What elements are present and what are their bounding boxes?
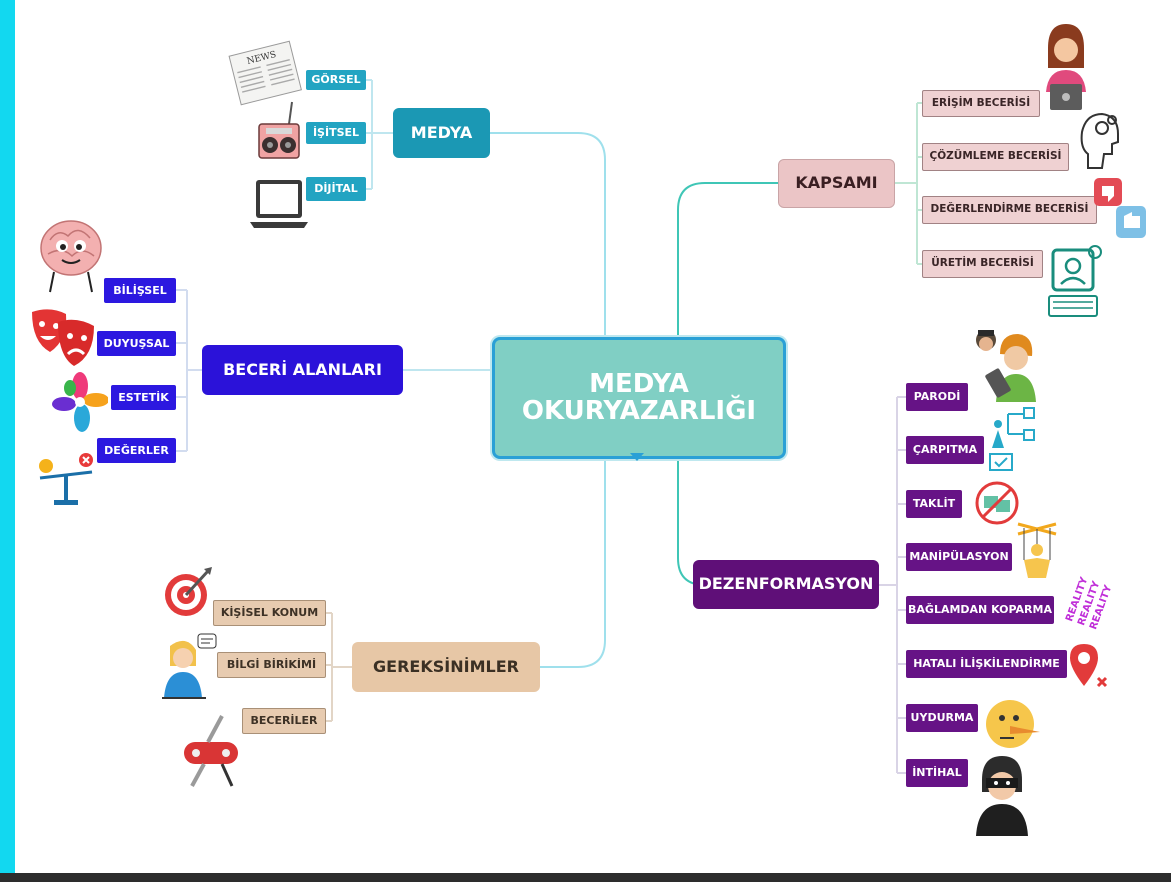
line-medya-leaves	[366, 79, 393, 190]
leaf-gerek-beceriler[interactable]: BECERİLER	[242, 708, 326, 734]
strategy-flow-icon	[989, 407, 1035, 471]
branch-beceri-alanlari[interactable]: BECERİ ALANLARI	[202, 345, 403, 395]
leaf-beceri-degerler[interactable]: DEĞERLER	[97, 438, 176, 463]
computer-user-icon	[1048, 245, 1102, 317]
center-pointer-icon	[630, 453, 644, 461]
line-center-medya	[490, 132, 606, 340]
branch-gereksinimler[interactable]: GEREKSİNİMLER	[352, 642, 540, 692]
leaf-beceri-bilissel[interactable]: BİLİŞSEL	[104, 278, 176, 303]
radio-icon	[258, 101, 300, 159]
leaf-beceri-estetik[interactable]: ESTETİK	[111, 385, 176, 410]
laptop-icon	[250, 180, 308, 228]
head-gears-icon	[1080, 112, 1119, 169]
pinwheel-icon	[52, 372, 108, 432]
leaf-beceri-duyussal[interactable]: DUYUŞSAL	[97, 331, 176, 356]
location-x-icon	[1070, 644, 1108, 688]
leaf-medya-isitsel[interactable]: İŞİTSEL	[306, 122, 366, 144]
line-gerek-leaves	[326, 612, 352, 722]
people-tablet-icon	[976, 330, 1036, 402]
thief-icon	[976, 756, 1028, 836]
like-dislike-icon	[1094, 178, 1146, 238]
leaf-dez-uydurma[interactable]: UYDURMA	[906, 704, 978, 732]
leaf-dez-manipulasyon[interactable]: MANİPÜLASYON	[906, 543, 1012, 571]
branch-dezenformasyon[interactable]: DEZENFORMASYON	[693, 560, 879, 609]
leaf-kapsam-uretim[interactable]: ÜRETİM BECERİSİ	[922, 250, 1043, 278]
theater-masks-icon	[32, 309, 94, 366]
leaf-gerek-kisisel-konum[interactable]: KİŞİSEL KONUM	[213, 600, 326, 626]
leaf-kapsam-cozumleme[interactable]: ÇÖZÜMLEME BECERİSİ	[922, 143, 1069, 171]
leaf-dez-baglamdan-koparma[interactable]: BAĞLAMDAN KOPARMA	[906, 596, 1054, 624]
brain-icon	[40, 220, 102, 293]
leaf-dez-hatali-iliskilendirme[interactable]: HATALI İLİŞKİLENDİRME	[906, 650, 1067, 678]
central-topic-line2: OKURYAZARLIĞI	[521, 396, 757, 426]
leaf-dez-intihal[interactable]: İNTİHAL	[906, 759, 968, 787]
branch-medya[interactable]: MEDYA	[393, 108, 490, 158]
leaf-medya-gorsel[interactable]: GÖRSEL	[306, 70, 366, 90]
line-beceri-leaves	[176, 289, 202, 452]
leaf-medya-dijital[interactable]: DİJİTAL	[306, 177, 366, 201]
line-center-kapsam	[677, 182, 778, 337]
pinocchio-face-icon	[986, 700, 1040, 748]
central-topic[interactable]: MEDYA OKURYAZARLIĞI	[492, 337, 786, 459]
central-topic-line1: MEDYA	[589, 368, 689, 399]
line-kapsam-leaves	[895, 102, 922, 265]
leaf-kapsam-degerlendirme[interactable]: DEĞERLENDİRME BECERİSİ	[922, 196, 1097, 224]
line-center-gerek	[540, 458, 606, 668]
leaf-gerek-bilgi-birikimi[interactable]: BİLGİ BİRİKİMİ	[217, 652, 326, 678]
leaf-dez-taklit[interactable]: TAKLİT	[906, 490, 962, 518]
frame-bottom-bar	[0, 873, 1171, 882]
puppet-icon	[1017, 522, 1057, 578]
frame-left-border	[0, 0, 15, 882]
no-copy-icon	[975, 481, 1019, 525]
leaf-kapsam-erisim[interactable]: ERİŞİM BECERİSİ	[922, 90, 1040, 117]
balance-scale-icon	[39, 453, 93, 505]
leaf-dez-parodi[interactable]: PARODİ	[906, 383, 968, 411]
target-icon	[165, 567, 212, 616]
newspaper-icon: NEWS	[228, 40, 302, 106]
person-thinking-icon	[162, 633, 217, 699]
branch-kapsami[interactable]: KAPSAMI	[778, 159, 895, 208]
leaf-dez-carpitma[interactable]: ÇARPITMA	[906, 436, 984, 464]
line-dez-leaves	[879, 396, 906, 774]
swiss-knife-icon	[184, 715, 238, 787]
woman-laptop-icon	[1046, 24, 1086, 110]
